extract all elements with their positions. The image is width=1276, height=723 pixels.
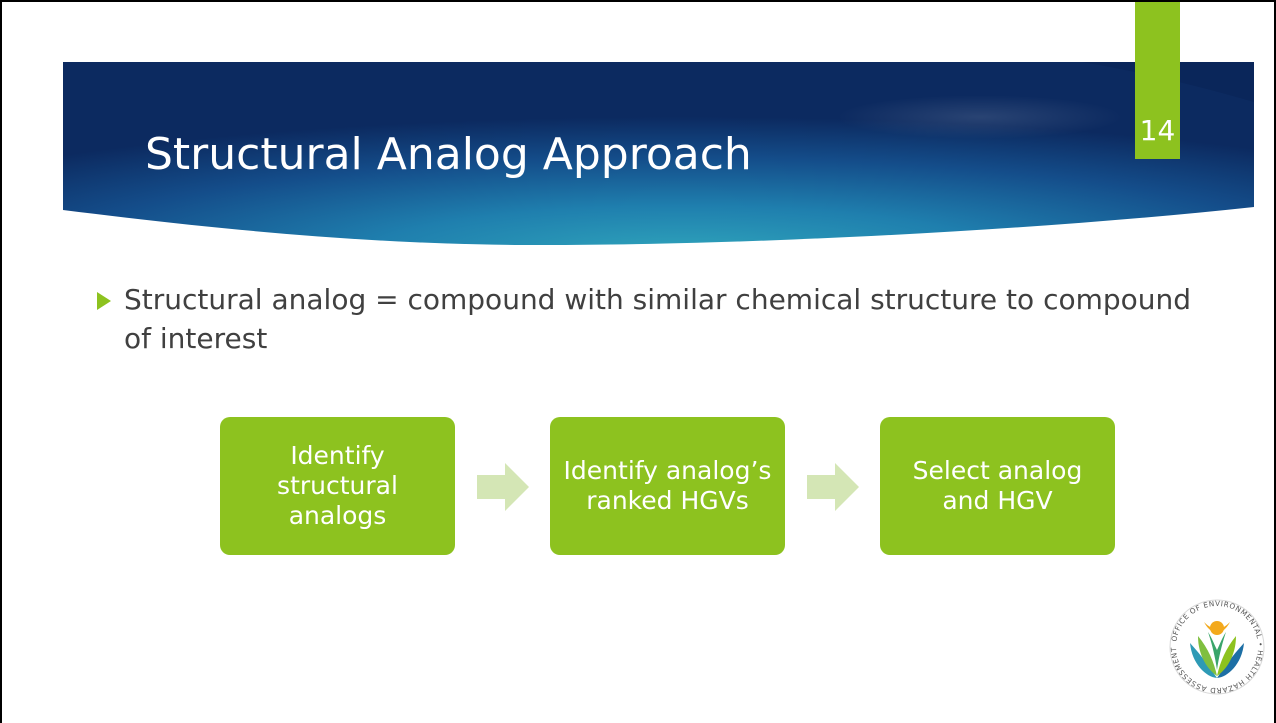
process-step-1: Identify structural analogs bbox=[220, 417, 455, 555]
bullet-text: Structural analog = compound with simila… bbox=[124, 283, 1192, 355]
slide-title: Structural Analog Approach bbox=[145, 129, 752, 180]
title-banner bbox=[63, 62, 1254, 246]
process-step-label: Select analog and HGV bbox=[912, 456, 1083, 515]
page-number-badge: 14 bbox=[1135, 2, 1180, 159]
page-number: 14 bbox=[1139, 114, 1176, 147]
process-step-2: Identify analog’s ranked HGVs bbox=[550, 417, 785, 555]
process-step-3: Select analog and HGV bbox=[880, 417, 1115, 555]
bullet-triangle-icon bbox=[97, 292, 111, 310]
oehha-logo-icon: OFFICE OF ENVIRONMENTAL • HEALTH HAZARD … bbox=[1168, 598, 1265, 695]
process-step-label: Identify analog’s ranked HGVs bbox=[563, 456, 772, 515]
process-step-label: Identify structural analogs bbox=[277, 441, 398, 530]
